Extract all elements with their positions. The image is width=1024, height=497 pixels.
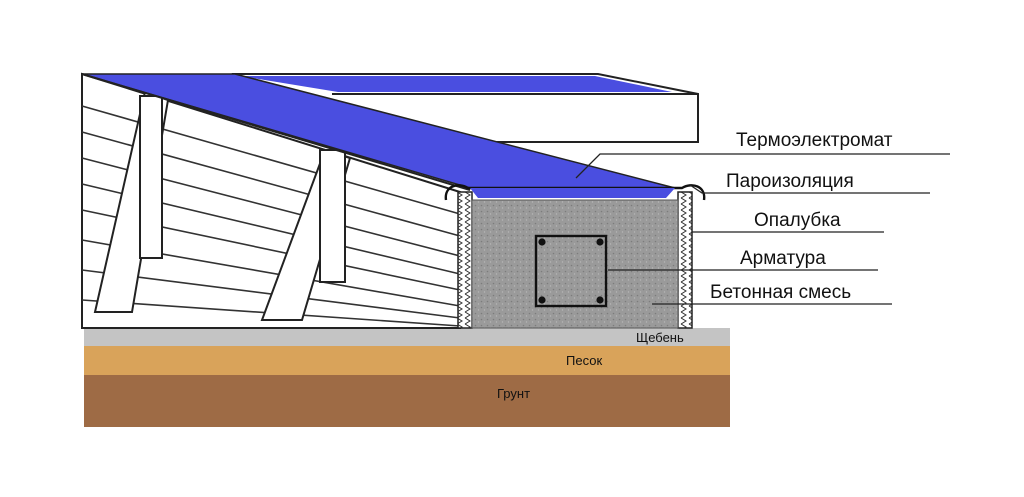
soil-layer: [84, 375, 730, 427]
label-vapor-barrier: Пароизоляция: [726, 171, 854, 192]
cross-section: [444, 184, 706, 329]
label-formwork: Опалубка: [754, 210, 841, 231]
formwork-left: [457, 191, 473, 329]
label-soil: Грунт: [497, 386, 530, 401]
label-gravel: Щебень: [636, 330, 684, 345]
leader-lines: [575, 153, 950, 305]
formwork-right: [677, 191, 693, 329]
rebar-bar: [538, 296, 546, 304]
braces: [93, 90, 352, 321]
formwork-wall: [81, 72, 461, 329]
label-thermomat: Термоэлектромат: [736, 130, 893, 151]
label-sand: Песок: [566, 353, 602, 368]
sand-layer: [84, 346, 730, 375]
gravel-layer: [84, 328, 730, 346]
label-rebar: Арматура: [740, 248, 826, 269]
rebar-frame: [534, 234, 608, 308]
ground-layers: [84, 328, 730, 427]
rebar-bar: [596, 296, 604, 304]
concrete-mix: [471, 199, 679, 329]
label-concrete: Бетонная смесь: [710, 282, 851, 303]
rebar-bar: [596, 238, 604, 246]
rebar-bar: [538, 238, 546, 246]
